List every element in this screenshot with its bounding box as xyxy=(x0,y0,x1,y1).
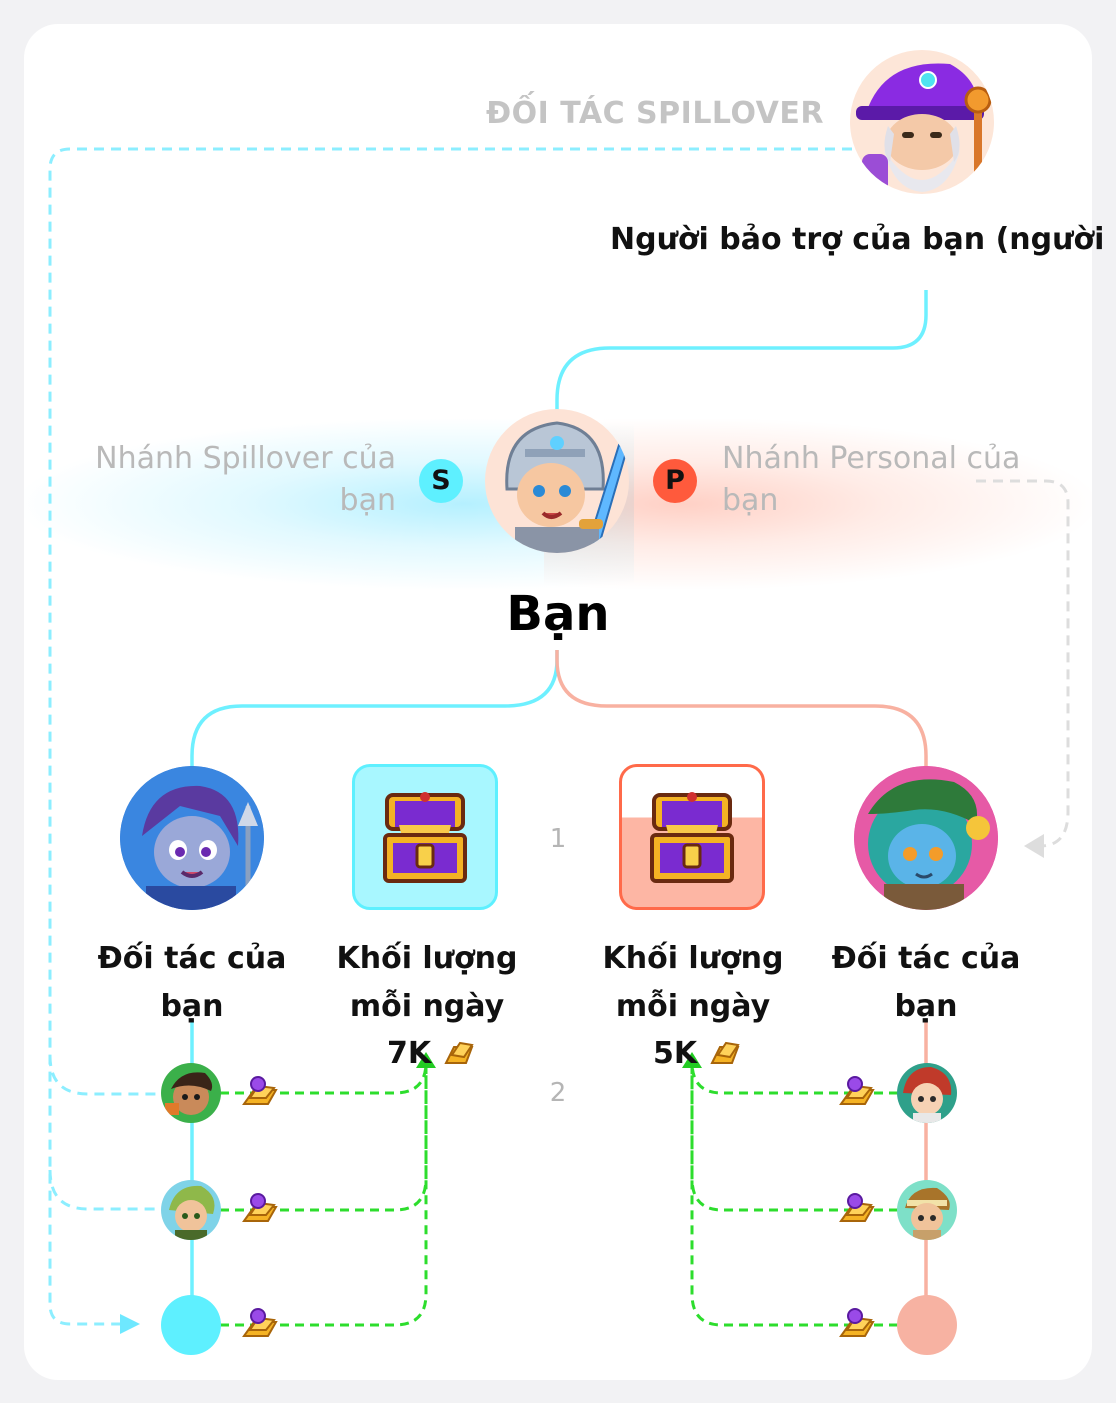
right-partner-label: Đối tác của bạn xyxy=(831,941,1021,1024)
left-volume-label: Khối lượng mỗi ngày xyxy=(336,941,518,1024)
hero-icon xyxy=(905,1187,950,1240)
right-gold-orb-icon-1 xyxy=(837,1076,877,1114)
gold-bar-icon xyxy=(709,1041,740,1064)
right-volume-number: 5K xyxy=(653,1036,698,1071)
right-downline-avatar-1[interactable] xyxy=(897,1063,957,1123)
gold-bar-icon xyxy=(443,1041,474,1064)
spillover-partner-title: ĐỐI TÁC SPILLOVER xyxy=(486,96,824,131)
left-downline-avatar-2[interactable] xyxy=(161,1180,221,1240)
left-partner-label: Đối tác của bạn xyxy=(97,941,287,1024)
warrior-icon xyxy=(120,766,264,910)
you-avatar[interactable] xyxy=(485,409,629,553)
connector-lines xyxy=(48,147,1070,1334)
left-gold-orb-icon-1 xyxy=(240,1076,280,1114)
right-partner-avatar[interactable] xyxy=(854,766,998,910)
right-empty-slot[interactable] xyxy=(897,1295,957,1355)
personal-branch-label: Nhánh Personal của bạn xyxy=(722,441,1021,518)
left-gold-orb-icon-2 xyxy=(240,1193,280,1231)
level-number-2: 2 xyxy=(549,1078,567,1108)
chest-icon xyxy=(650,792,734,883)
right-gold-orb-icon-3 xyxy=(837,1308,877,1346)
you-label: Bạn xyxy=(506,586,610,642)
right-volume-label: Khối lượng mỗi ngày xyxy=(602,941,784,1024)
right-volume-value: 5K xyxy=(653,1036,742,1071)
chest-icon xyxy=(383,792,467,883)
left-volume-value: 7K xyxy=(387,1036,476,1071)
left-partner-avatar[interactable] xyxy=(120,766,264,910)
spillover-branch-label: Nhánh Spillover của bạn xyxy=(95,441,396,518)
level-number-1: 1 xyxy=(549,824,567,854)
left-downline-avatar-1[interactable] xyxy=(161,1063,221,1123)
spillover-badge: S xyxy=(419,459,463,503)
hero-icon xyxy=(165,1072,213,1115)
left-gold-orb-icon-3 xyxy=(240,1308,280,1346)
right-gold-orb-icon-2 xyxy=(837,1193,877,1231)
hero-icon xyxy=(903,1067,952,1123)
left-volume-chest[interactable] xyxy=(352,764,498,910)
nature-hero-icon xyxy=(854,766,998,910)
personal-badge: P xyxy=(653,459,697,503)
left-empty-slot[interactable] xyxy=(161,1295,221,1355)
left-volume-number: 7K xyxy=(387,1036,432,1071)
right-volume-chest[interactable] xyxy=(619,764,765,910)
sponsor-avatar[interactable] xyxy=(850,50,994,194)
sponsor-label: Người bảo trợ của bạn (người m xyxy=(610,222,1116,257)
knight-icon xyxy=(505,421,629,553)
elf-icon xyxy=(169,1185,215,1240)
right-downline-avatar-2[interactable] xyxy=(897,1180,957,1240)
wizard-icon xyxy=(856,63,992,194)
personal-glow xyxy=(544,419,1092,589)
